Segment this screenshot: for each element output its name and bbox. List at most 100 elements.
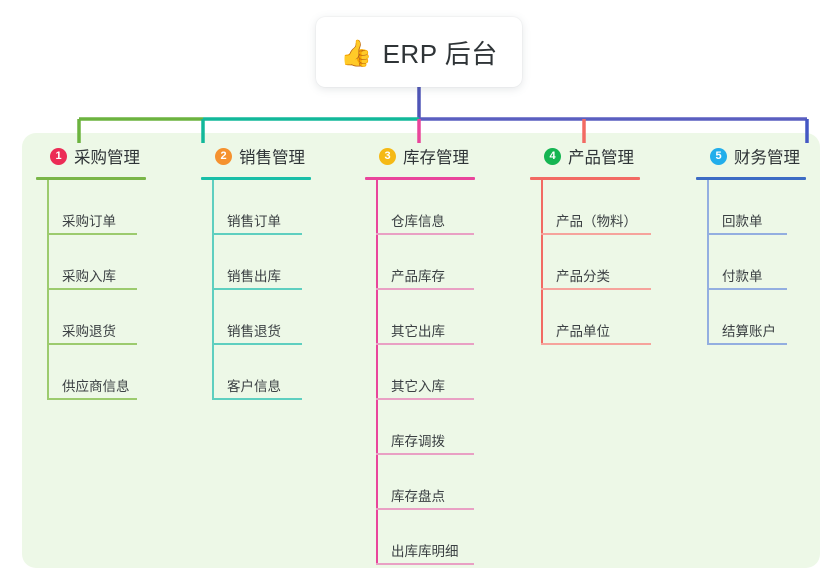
leaf-item-label: 库存盘点	[391, 489, 445, 504]
leaf-item-label: 其它入库	[391, 379, 445, 394]
branch-header-5[interactable]: 5 财务管理	[696, 143, 806, 169]
leaf-item-underline	[376, 453, 474, 455]
branch-spine-line	[541, 180, 543, 345]
leaf-item[interactable]: 采购入库	[36, 235, 146, 290]
branch-header-3[interactable]: 3 库存管理	[365, 143, 475, 169]
branch-header-label: 财务管理	[734, 149, 800, 167]
leaf-item[interactable]: 采购退货	[36, 290, 146, 345]
branch-header-underline	[201, 177, 311, 180]
leaf-item-label: 结算账户	[722, 324, 776, 339]
leaf-item[interactable]: 库存盘点	[365, 455, 475, 510]
branch-number-badge: 4	[544, 147, 561, 165]
leaf-item[interactable]: 采购订单	[36, 180, 146, 235]
leaf-item-underline	[47, 343, 137, 345]
branch-leaf-list: 回款单付款单结算账户	[696, 180, 806, 345]
leaf-item-underline	[376, 398, 474, 400]
leaf-item-underline	[376, 563, 474, 565]
leaf-item-label: 销售出库	[227, 269, 281, 284]
branch-header-underline	[36, 177, 146, 180]
branch-header-1[interactable]: 1 采购管理	[36, 143, 146, 169]
leaf-item[interactable]: 产品分类	[530, 235, 651, 290]
leaf-item[interactable]: 销售订单	[201, 180, 311, 235]
branch-spine-line	[47, 180, 49, 400]
leaf-item-underline	[212, 288, 302, 290]
branch-header-underline	[365, 177, 475, 180]
branch-leaf-list: 销售订单销售出库销售退货客户信息	[201, 180, 311, 400]
leaf-item-underline	[376, 508, 474, 510]
leaf-item[interactable]: 仓库信息	[365, 180, 475, 235]
leaf-item-label: 采购入库	[62, 269, 116, 284]
leaf-item-label: 出库库明细	[391, 544, 459, 559]
branch-spine-line	[212, 180, 214, 400]
leaf-item[interactable]: 销售出库	[201, 235, 311, 290]
branch-leaf-list: 产品（物料） 产品分类产品单位	[530, 180, 651, 345]
branch-spine-line	[376, 180, 378, 565]
leaf-item[interactable]: 其它出库	[365, 290, 475, 345]
leaf-item-label: 客户信息	[227, 379, 281, 394]
leaf-item-underline	[541, 233, 651, 235]
leaf-item-underline	[707, 288, 787, 290]
branch-header-label: 产品管理	[568, 149, 634, 167]
leaf-item-label: 供应商信息	[62, 379, 130, 394]
root-node-title: ERP 后台	[382, 38, 498, 69]
leaf-item[interactable]: 客户信息	[201, 345, 311, 400]
branch-column-2: 2 销售管理销售订单销售出库销售退货客户信息	[201, 143, 311, 400]
branch-header-2[interactable]: 2 销售管理	[201, 143, 311, 169]
thumbs-up-icon: 👍	[340, 38, 373, 68]
leaf-item[interactable]: 库存调拨	[365, 400, 475, 455]
branch-header-underline	[530, 177, 640, 180]
leaf-item-label: 付款单	[722, 269, 763, 284]
branch-column-4: 4 产品管理产品（物料） 产品分类产品单位	[530, 143, 651, 345]
branch-column-3: 3 库存管理仓库信息产品库存其它出库其它入库库存调拨库存盘点出库库明细	[365, 143, 475, 565]
leaf-item-label: 销售订单	[227, 214, 281, 229]
leaf-item-label: 产品分类	[556, 269, 610, 284]
branch-number-badge: 5	[710, 147, 727, 165]
leaf-item-underline	[47, 288, 137, 290]
leaf-item[interactable]: 付款单	[696, 235, 806, 290]
leaf-item-underline	[376, 343, 474, 345]
branch-header-4[interactable]: 4 产品管理	[530, 143, 640, 169]
branch-column-1: 1 采购管理采购订单采购入库采购退货供应商信息	[36, 143, 146, 400]
leaf-item-underline	[541, 288, 651, 290]
leaf-item-underline	[212, 398, 302, 400]
leaf-item-underline	[707, 343, 787, 345]
leaf-item-label: 产品（物料）	[556, 214, 637, 229]
branch-number-badge: 1	[50, 147, 67, 165]
leaf-item-underline	[707, 233, 787, 235]
leaf-item[interactable]: 销售退货	[201, 290, 311, 345]
leaf-item-label: 仓库信息	[391, 214, 445, 229]
branch-number-badge: 2	[215, 147, 232, 165]
branch-header-underline	[696, 177, 806, 180]
leaf-item-underline	[541, 343, 651, 345]
leaf-item[interactable]: 产品库存	[365, 235, 475, 290]
leaf-item[interactable]: 供应商信息	[36, 345, 146, 400]
leaf-item[interactable]: 回款单	[696, 180, 806, 235]
branch-leaf-list: 仓库信息产品库存其它出库其它入库库存调拨库存盘点出库库明细	[365, 180, 475, 565]
leaf-item[interactable]: 产品单位	[530, 290, 651, 345]
branch-number-badge: 3	[379, 147, 396, 165]
leaf-item-underline	[376, 233, 474, 235]
branch-column-5: 5 财务管理回款单付款单结算账户	[696, 143, 806, 345]
leaf-item-underline	[212, 233, 302, 235]
root-node[interactable]: 👍 ERP 后台	[316, 17, 522, 87]
branch-header-label: 销售管理	[239, 149, 305, 167]
leaf-item-label: 产品库存	[391, 269, 445, 284]
leaf-item[interactable]: 出库库明细	[365, 510, 475, 565]
leaf-item[interactable]: 结算账户	[696, 290, 806, 345]
leaf-item-label: 销售退货	[227, 324, 281, 339]
branch-leaf-list: 采购订单采购入库采购退货供应商信息	[36, 180, 146, 400]
branch-header-label: 库存管理	[403, 149, 469, 167]
leaf-item-label: 库存调拨	[391, 434, 445, 449]
leaf-item-underline	[47, 233, 137, 235]
diagram-background-panel	[22, 133, 820, 568]
leaf-item-underline	[376, 288, 474, 290]
leaf-item-label: 采购订单	[62, 214, 116, 229]
branch-header-label: 采购管理	[74, 149, 140, 167]
leaf-item-label: 回款单	[722, 214, 763, 229]
leaf-item-underline	[212, 343, 302, 345]
branch-spine-line	[707, 180, 709, 345]
leaf-item[interactable]: 产品（物料）	[530, 180, 651, 235]
leaf-item[interactable]: 其它入库	[365, 345, 475, 400]
leaf-item-label: 采购退货	[62, 324, 116, 339]
